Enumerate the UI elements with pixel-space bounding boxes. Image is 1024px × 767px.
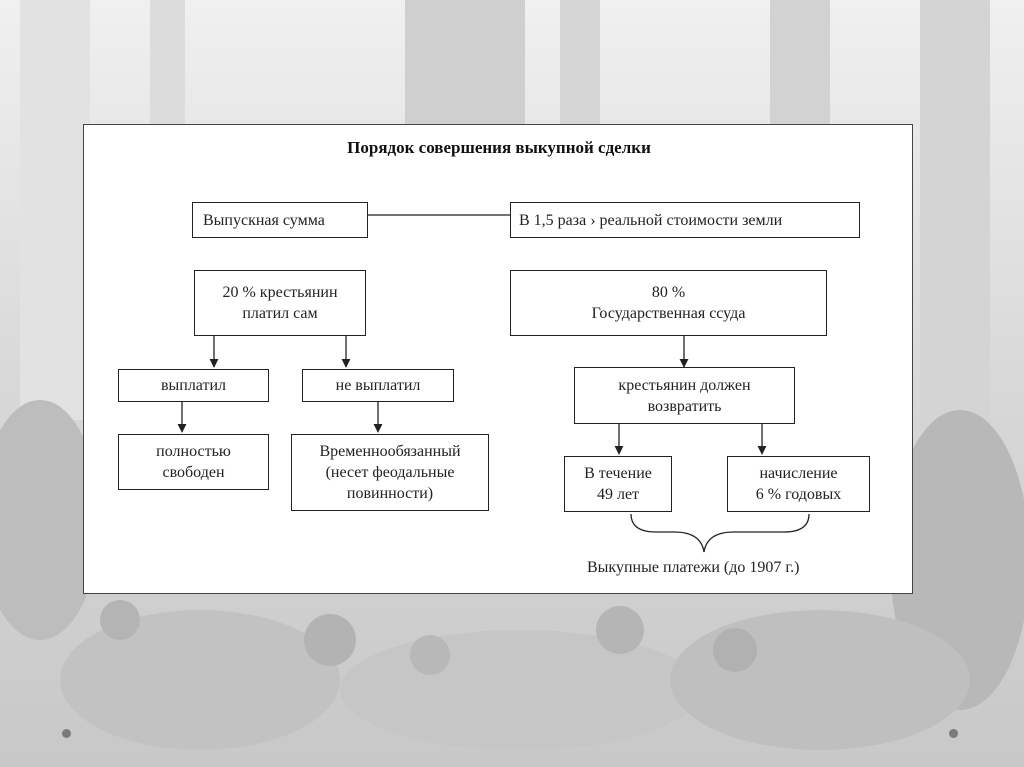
box-text-line: В 1,5 раза › реальной стоимости земли (519, 211, 783, 229)
box-text-line: выплатил (160, 377, 227, 394)
box-text-line: крестьянин должен (618, 376, 751, 394)
box-polnostyu-svoboden: полностью свободен (118, 434, 269, 490)
box-text-line: (несет феодальные (325, 464, 455, 481)
box-krestyanin-dolzhen: крестьянин должен возвратить (574, 367, 795, 424)
next-slide-dot-icon[interactable] (949, 729, 958, 738)
box-vyplatil: выплатил (118, 369, 269, 402)
box-text-line: свободен (162, 464, 225, 481)
prev-slide-dot-icon[interactable] (62, 729, 71, 738)
box-text-line: начисление (759, 465, 838, 482)
box-text-line: не выплатил (335, 377, 421, 394)
box-text-line: Выпускная сумма (203, 211, 325, 229)
box-vypusknaya-summa: Выпускная сумма (192, 202, 368, 238)
box-ne-vyplatil: не выплатил (302, 369, 454, 402)
box-text-line: повинности) (346, 485, 434, 502)
box-vremennoobyazannyi: Временнообязанный (несет феодальные повинн… (291, 434, 489, 511)
box-text-line: 80 % (651, 284, 686, 301)
box-v-techenie: В течение 49 лет (564, 456, 672, 512)
box-text-line: 6 % годовых (755, 486, 842, 503)
box-80-percent: 80 % Государственная ссуда (510, 270, 827, 336)
box-text-line: платил сам (242, 305, 318, 322)
diagram-title: Порядок совершения выкупной сделки (347, 138, 651, 157)
box-20-percent: 20 % крестьянин платил сам (194, 270, 366, 336)
curly-brace (630, 513, 810, 553)
bracket-caption: Выкупные платежи (до 1907 г.) (587, 559, 800, 576)
box-text-line: В течение (584, 465, 652, 482)
box-nachislenie: начисление 6 % годовых (727, 456, 870, 512)
box-text-line: Государственная ссуда (591, 305, 746, 322)
box-text-line: возвратить (647, 397, 722, 415)
box-text-line: 49 лет (596, 486, 640, 503)
connector-lines (177, 214, 810, 553)
box-text-line: 20 % крестьянин (222, 284, 338, 301)
box-text-line: полностью (156, 443, 231, 460)
diagram-panel: Порядок совершения выкупной сделки Выпус… (83, 124, 913, 594)
box-v-1-5-raza: В 1,5 раза › реальной стоимости земли (510, 202, 860, 238)
box-text-line: Временнообязанный (319, 443, 461, 460)
